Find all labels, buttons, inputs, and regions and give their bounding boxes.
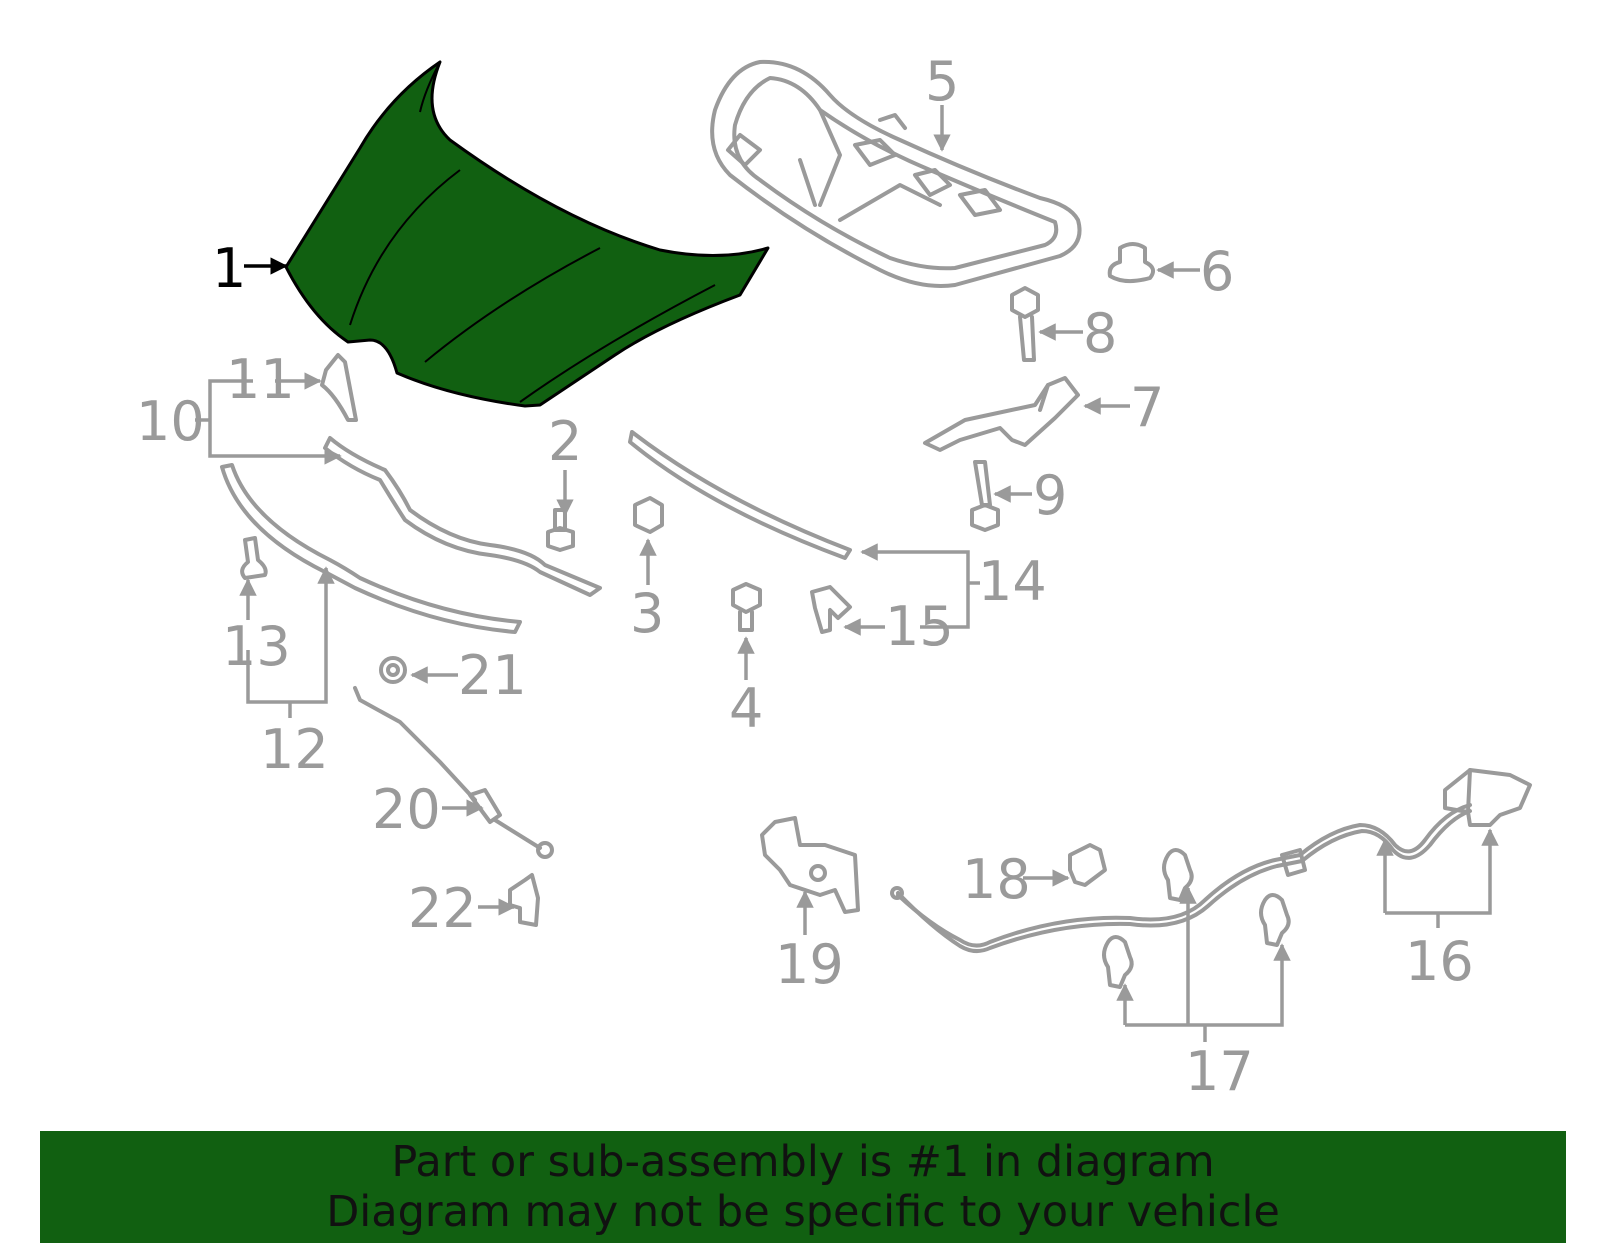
callout-3[interactable]: 3 — [630, 582, 664, 645]
callout-6[interactable]: 6 — [1200, 240, 1234, 303]
callout-5[interactable]: 5 — [925, 50, 959, 113]
leader-lines — [195, 105, 1499, 1042]
clip-6-part[interactable] — [1107, 242, 1156, 283]
callout-13[interactable]: 13 — [222, 615, 291, 678]
bumper-3-part[interactable] — [633, 496, 664, 534]
seal-10-part[interactable] — [323, 436, 602, 597]
callout-14[interactable]: 14 — [978, 550, 1047, 613]
bolt-4-part[interactable] — [731, 582, 762, 632]
callout-10[interactable]: 10 — [136, 390, 205, 453]
callout-19[interactable]: 19 — [775, 933, 844, 996]
parts-diagram: 1 2 3 4 5 6 7 8 9 10 11 12 13 14 15 16 1… — [136, 50, 1532, 1103]
seal-14-part[interactable] — [628, 430, 852, 560]
bolt-2-part[interactable] — [546, 508, 575, 552]
callout-8[interactable]: 8 — [1083, 302, 1117, 365]
seal-12-part[interactable] — [220, 463, 522, 634]
callout-22[interactable]: 22 — [408, 877, 477, 940]
hood-part[interactable] — [284, 60, 770, 408]
bolt-8-part[interactable] — [1010, 286, 1040, 362]
nut-21-part[interactable] — [379, 656, 407, 684]
callout-11[interactable]: 11 — [226, 348, 295, 411]
callout-15[interactable]: 15 — [885, 595, 954, 658]
prop-rod-20-part[interactable] — [353, 686, 554, 859]
hinge-7-part[interactable] — [923, 376, 1080, 452]
callout-1[interactable]: 1 — [212, 237, 246, 300]
cable-16-part[interactable] — [890, 768, 1532, 953]
callout-18[interactable]: 18 — [962, 848, 1031, 911]
banner-line-1: Part or sub-assembly is #1 in diagram — [391, 1137, 1215, 1187]
clips-17-part[interactable] — [1102, 848, 1291, 989]
latch-19-part[interactable] — [760, 816, 860, 914]
clip-13-part[interactable] — [240, 536, 268, 580]
bracket-11-part[interactable] — [320, 353, 358, 422]
info-banner: Part or sub-assembly is #1 in diagram Di… — [40, 1131, 1566, 1243]
clip-18-part[interactable] — [1068, 843, 1107, 887]
callout-9[interactable]: 9 — [1033, 464, 1067, 527]
callout-labels: 1 2 3 4 5 6 7 8 9 10 11 12 13 14 15 16 1… — [136, 50, 1474, 1103]
banner-line-2: Diagram may not be specific to your vehi… — [326, 1187, 1280, 1237]
bracket-15-part[interactable] — [810, 585, 852, 634]
callout-16[interactable]: 16 — [1405, 930, 1474, 993]
holder-22-part[interactable] — [508, 873, 540, 927]
callout-21[interactable]: 21 — [458, 644, 527, 707]
callout-7[interactable]: 7 — [1130, 376, 1164, 439]
hood-insulator-part[interactable] — [710, 59, 1082, 288]
callout-2[interactable]: 2 — [548, 410, 582, 473]
callout-4[interactable]: 4 — [729, 677, 763, 740]
bolt-9-part[interactable] — [970, 460, 1000, 532]
callout-20[interactable]: 20 — [372, 778, 441, 841]
callout-12[interactable]: 12 — [260, 718, 329, 781]
callout-17[interactable]: 17 — [1185, 1040, 1254, 1103]
